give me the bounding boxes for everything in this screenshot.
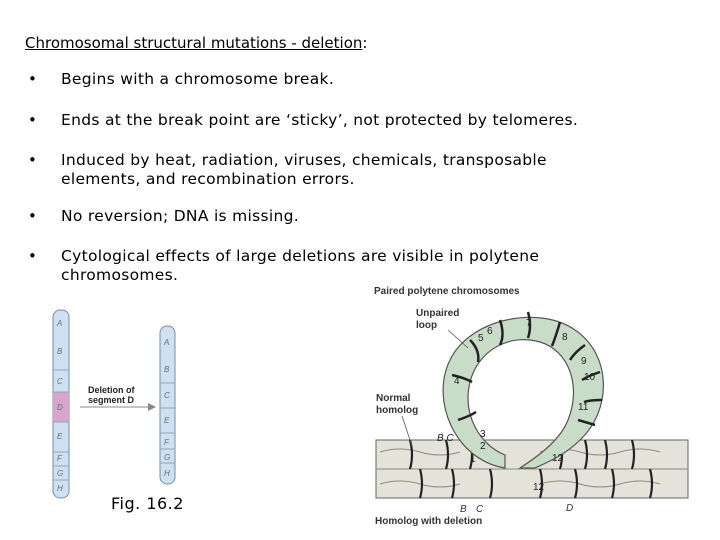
arrow-label-line2: segment D xyxy=(88,395,135,405)
band-label: A xyxy=(56,319,62,328)
bullet-item-1: Begins with a chromosome break. xyxy=(61,70,335,88)
band-label: E xyxy=(57,432,63,441)
bullet-marker: • xyxy=(28,111,37,129)
band-label: F xyxy=(57,454,63,463)
loop-number-2: 2 xyxy=(480,441,486,452)
arrow-label-line1: Deletion of xyxy=(88,385,136,395)
band-label-c: C xyxy=(476,504,484,515)
loop-number: 5 xyxy=(478,333,484,344)
band-label: B xyxy=(164,365,170,374)
loop-number: 7 xyxy=(526,318,532,329)
unpaired-loop xyxy=(442,316,604,469)
band-label: E xyxy=(164,416,170,425)
loop-number: 10 xyxy=(584,372,596,383)
band-label-bc: B C xyxy=(437,433,454,444)
unpaired-loop-label-1: Unpaired xyxy=(416,308,459,319)
polytene-figure: Paired polytene chromosomes 3 4 5 6 7 8 … xyxy=(374,286,689,527)
loop-number: 6 xyxy=(487,326,493,337)
bullet-marker: • xyxy=(28,70,37,88)
loop-number: 8 xyxy=(562,332,568,343)
bullet-item-2: Ends at the break point are ‘sticky’, no… xyxy=(61,111,579,129)
title-colon: : xyxy=(362,34,368,52)
band-number-12-bottom: 12 xyxy=(533,482,545,493)
deleted-chromosome: A B C E F G H xyxy=(159,325,176,485)
chromosome-texture xyxy=(379,448,661,488)
title-text: Chromosomal structural mutations - delet… xyxy=(25,34,363,52)
loop-number: 4 xyxy=(454,376,460,387)
bullet-item-3: Induced by heat, radiation, viruses, che… xyxy=(61,151,547,188)
band-label: H xyxy=(164,469,170,478)
bullet-marker: • xyxy=(28,247,37,265)
unpaired-loop-label-2: loop xyxy=(416,320,437,331)
band-label: D xyxy=(57,403,63,412)
band-label: F xyxy=(164,438,170,447)
bullet-marker: • xyxy=(28,207,37,225)
band-label: B xyxy=(57,347,63,356)
deletion-arrow: Deletion of segment D xyxy=(80,385,156,411)
band-label: C xyxy=(57,377,63,386)
band-label: C xyxy=(164,391,170,400)
deleted-chromosome-body xyxy=(159,325,176,485)
normal-homolog-label-1: Normal xyxy=(376,393,411,404)
loop-band-marks xyxy=(451,311,603,427)
leader-line xyxy=(447,329,469,349)
band-label: G xyxy=(57,469,63,478)
band-number-12-top: 12 xyxy=(552,453,564,464)
bullet-marker: • xyxy=(28,151,37,169)
homolog-deletion-label: Homolog with deletion xyxy=(375,516,482,527)
normal-chromosome: A B C D E F G H xyxy=(52,309,70,499)
band-label: G xyxy=(164,453,170,462)
leader-line xyxy=(401,415,413,447)
bullet-item-4: No reversion; DNA is missing. xyxy=(61,207,300,225)
slide-title: Chromosomal structural mutations - delet… xyxy=(25,34,367,52)
arrow-head xyxy=(148,403,156,411)
loop-number: 3 xyxy=(480,429,486,440)
polytene-title: Paired polytene chromosomes xyxy=(374,286,520,297)
bullet-item-5: Cytological effects of large deletions a… xyxy=(61,247,540,284)
band-label-d: D xyxy=(566,503,573,514)
normal-homolog-label-2: homolog xyxy=(376,405,418,416)
band-label-b: B xyxy=(460,504,467,515)
loop-number: 9 xyxy=(581,356,587,367)
band-label: H xyxy=(57,484,63,493)
deleted-segment-band xyxy=(53,392,69,422)
figure-caption: Fig. 16.2 xyxy=(111,494,184,513)
loop-number-1: 1 xyxy=(470,454,476,465)
loop-number: 11 xyxy=(578,402,589,413)
band-label: A xyxy=(163,338,169,347)
